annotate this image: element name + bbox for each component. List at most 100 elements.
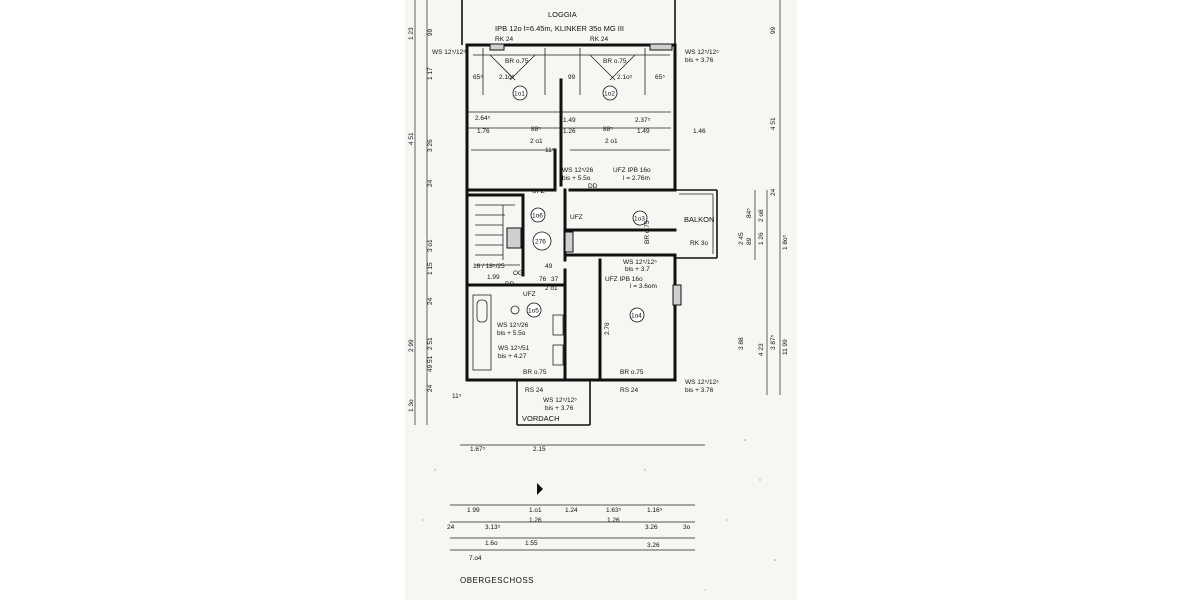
dim-label: 2.37⁵ <box>635 117 651 124</box>
dim-label: 24 <box>770 188 777 196</box>
dim-label: 3o <box>683 524 691 531</box>
dim-label: 88⁵ <box>603 126 613 133</box>
room-marker-1o2: 1o2 <box>602 85 618 101</box>
dim-label: 1.o1 <box>529 507 542 514</box>
dim-label: 2.76 <box>604 322 611 335</box>
dim-label: 99 <box>427 28 434 36</box>
walls <box>461 0 718 426</box>
dim-label: 24 <box>427 297 434 305</box>
annotation: DD <box>505 281 515 288</box>
dim-label: 1.55 <box>525 540 538 547</box>
annotation: bis + 5.5o <box>562 175 591 182</box>
dim-label: 2 o1 <box>530 138 543 145</box>
dim-label: 1.24 <box>565 507 578 514</box>
annotation: l = 2.76m <box>623 175 650 182</box>
dim-label: 1 99 <box>467 507 480 514</box>
svg-text:1o4: 1o4 <box>631 313 642 320</box>
annotation: BR o.75 <box>505 58 529 65</box>
dim-label: 1.26 <box>563 128 576 135</box>
annotation: OG <box>513 270 523 277</box>
annotations: WS 12⁵/12⁵ WS 12⁵/12⁵ bis + 3.76 BR o.75… <box>432 49 719 412</box>
annotation: WS 12⁵/12⁵ <box>543 397 577 404</box>
annotation: UFZ <box>523 291 536 298</box>
dim-label: 3 26 <box>427 139 434 152</box>
dim-label: 37 <box>551 276 559 283</box>
dim-label: 76 <box>539 276 547 283</box>
dim-label: 3.26 <box>647 542 660 549</box>
dims-right: 99 4 51 2 45 3 88 3 87⁵ 11 99 4 23 24 84… <box>738 26 789 356</box>
svg-text:1o2: 1o2 <box>604 91 615 98</box>
svg-text:276: 276 <box>535 239 546 246</box>
annotation: bis + 3.76 <box>685 57 714 64</box>
dim-label: 3 87⁵ <box>770 334 777 350</box>
vordach-label: VORDACH <box>522 414 560 423</box>
room-marker-276: 276 <box>532 231 552 251</box>
dim-label: 1 17 <box>427 67 434 80</box>
dim-label: 7.o4 <box>469 555 482 562</box>
floor-plan-sheet: LOGGIA IPB 12o l=6.45m, KLINKER 35o MG I… <box>405 0 797 600</box>
room-marker-1o3: 1o3 <box>632 210 648 226</box>
room-markers: 1o1 1o2 1o3 1o4 1o5 1o6 276 <box>512 85 648 323</box>
dim-label: 49 <box>545 263 553 270</box>
rs-right-label: RS 24 <box>620 387 638 394</box>
annotation: 18 / 18⁵/25 <box>473 263 505 270</box>
dim-label: 1 23 <box>408 27 415 40</box>
dim-label: 1 3o <box>408 399 415 412</box>
dim-label: 3.13⁵ <box>485 524 501 531</box>
dim-label: 2 o8 <box>758 209 765 222</box>
dim-label: 11⁵ <box>452 393 462 400</box>
dim-label: 24 <box>447 524 455 531</box>
annotation: l = 3.6om <box>630 283 657 290</box>
room-marker-1o4: 1o4 <box>629 307 645 323</box>
dims-left: 1 23 99 1 17 4 51 3 26 24 3 o1 1 15 24 2… <box>408 27 434 412</box>
annotation: WS 12⁵/12⁵ <box>685 379 719 386</box>
annotation: WS 12⁵/51 <box>498 345 530 352</box>
dim-label: 1.16⁵ <box>647 507 663 514</box>
scan-noise <box>422 439 776 591</box>
dim-label: 2 o1 <box>545 285 558 292</box>
plan-labels: LOGGIA IPB 12o l=6.45m, KLINKER 35o MG I… <box>460 10 714 585</box>
dim-label: 88⁵ <box>531 126 541 133</box>
dim-label: 2 51 <box>427 337 434 350</box>
dim-label: 1 8o⁵ <box>782 234 789 250</box>
annotation: UFZ <box>570 214 583 221</box>
floor-plan-drawing: LOGGIA IPB 12o l=6.45m, KLINKER 35o MG I… <box>408 0 789 591</box>
dim-label: 24 <box>427 179 434 187</box>
dim-label: 3.26 <box>645 524 658 531</box>
dim-label: 4 51 <box>770 117 777 130</box>
dim-label: 2.1o⁵ <box>617 74 633 81</box>
dim-label: 2 o1 <box>605 138 618 145</box>
dim-label: 1.26 <box>607 517 620 524</box>
direction-arrow-icon <box>537 483 543 495</box>
dim-label: 1.6o <box>485 540 498 547</box>
dim-label: 1.26 <box>529 517 542 524</box>
annotation: DD <box>588 183 598 190</box>
dim-label: 49 51 <box>427 355 434 372</box>
annotation: UFZ IPB 16o <box>613 167 651 174</box>
dim-label: 11 99 <box>782 339 789 355</box>
dim-label: 1.76 <box>477 128 490 135</box>
annotation: bis + 3.7 <box>625 266 650 273</box>
annotation: bis + 3.76 <box>545 405 574 412</box>
rk30-label: RK 3o <box>690 240 708 247</box>
dim-label: 65⁵ <box>473 74 483 81</box>
annotation: UFZ IPB 16o <box>605 276 643 283</box>
balkon-label: BALKON <box>684 215 714 224</box>
dim-label: 1 15 <box>427 262 434 275</box>
dim-label: 84⁵ <box>746 208 753 218</box>
dim-label: 2.15 <box>533 446 546 453</box>
annotation: WS 12⁵/26 <box>497 322 529 329</box>
dim-label: 1.63⁵ <box>606 507 622 514</box>
dim-label: 99 <box>770 26 777 34</box>
annotation: bis + 5.5o <box>497 330 526 337</box>
annotation: WS 12⁵/12⁵ <box>685 49 719 56</box>
dim-label: 3 88 <box>738 337 745 350</box>
dim-label: 24 <box>427 384 434 392</box>
dim-label: 1.49 <box>563 117 576 124</box>
hatched-sections <box>489 43 682 306</box>
room-marker-1o5: 1o5 <box>526 302 542 318</box>
dim-label: 1.49 <box>637 128 650 135</box>
dim-label: 2 45 <box>738 232 745 245</box>
plan-title: OBERGESCHOSS <box>460 576 534 585</box>
annotation: bis + 4.27 <box>498 353 527 360</box>
